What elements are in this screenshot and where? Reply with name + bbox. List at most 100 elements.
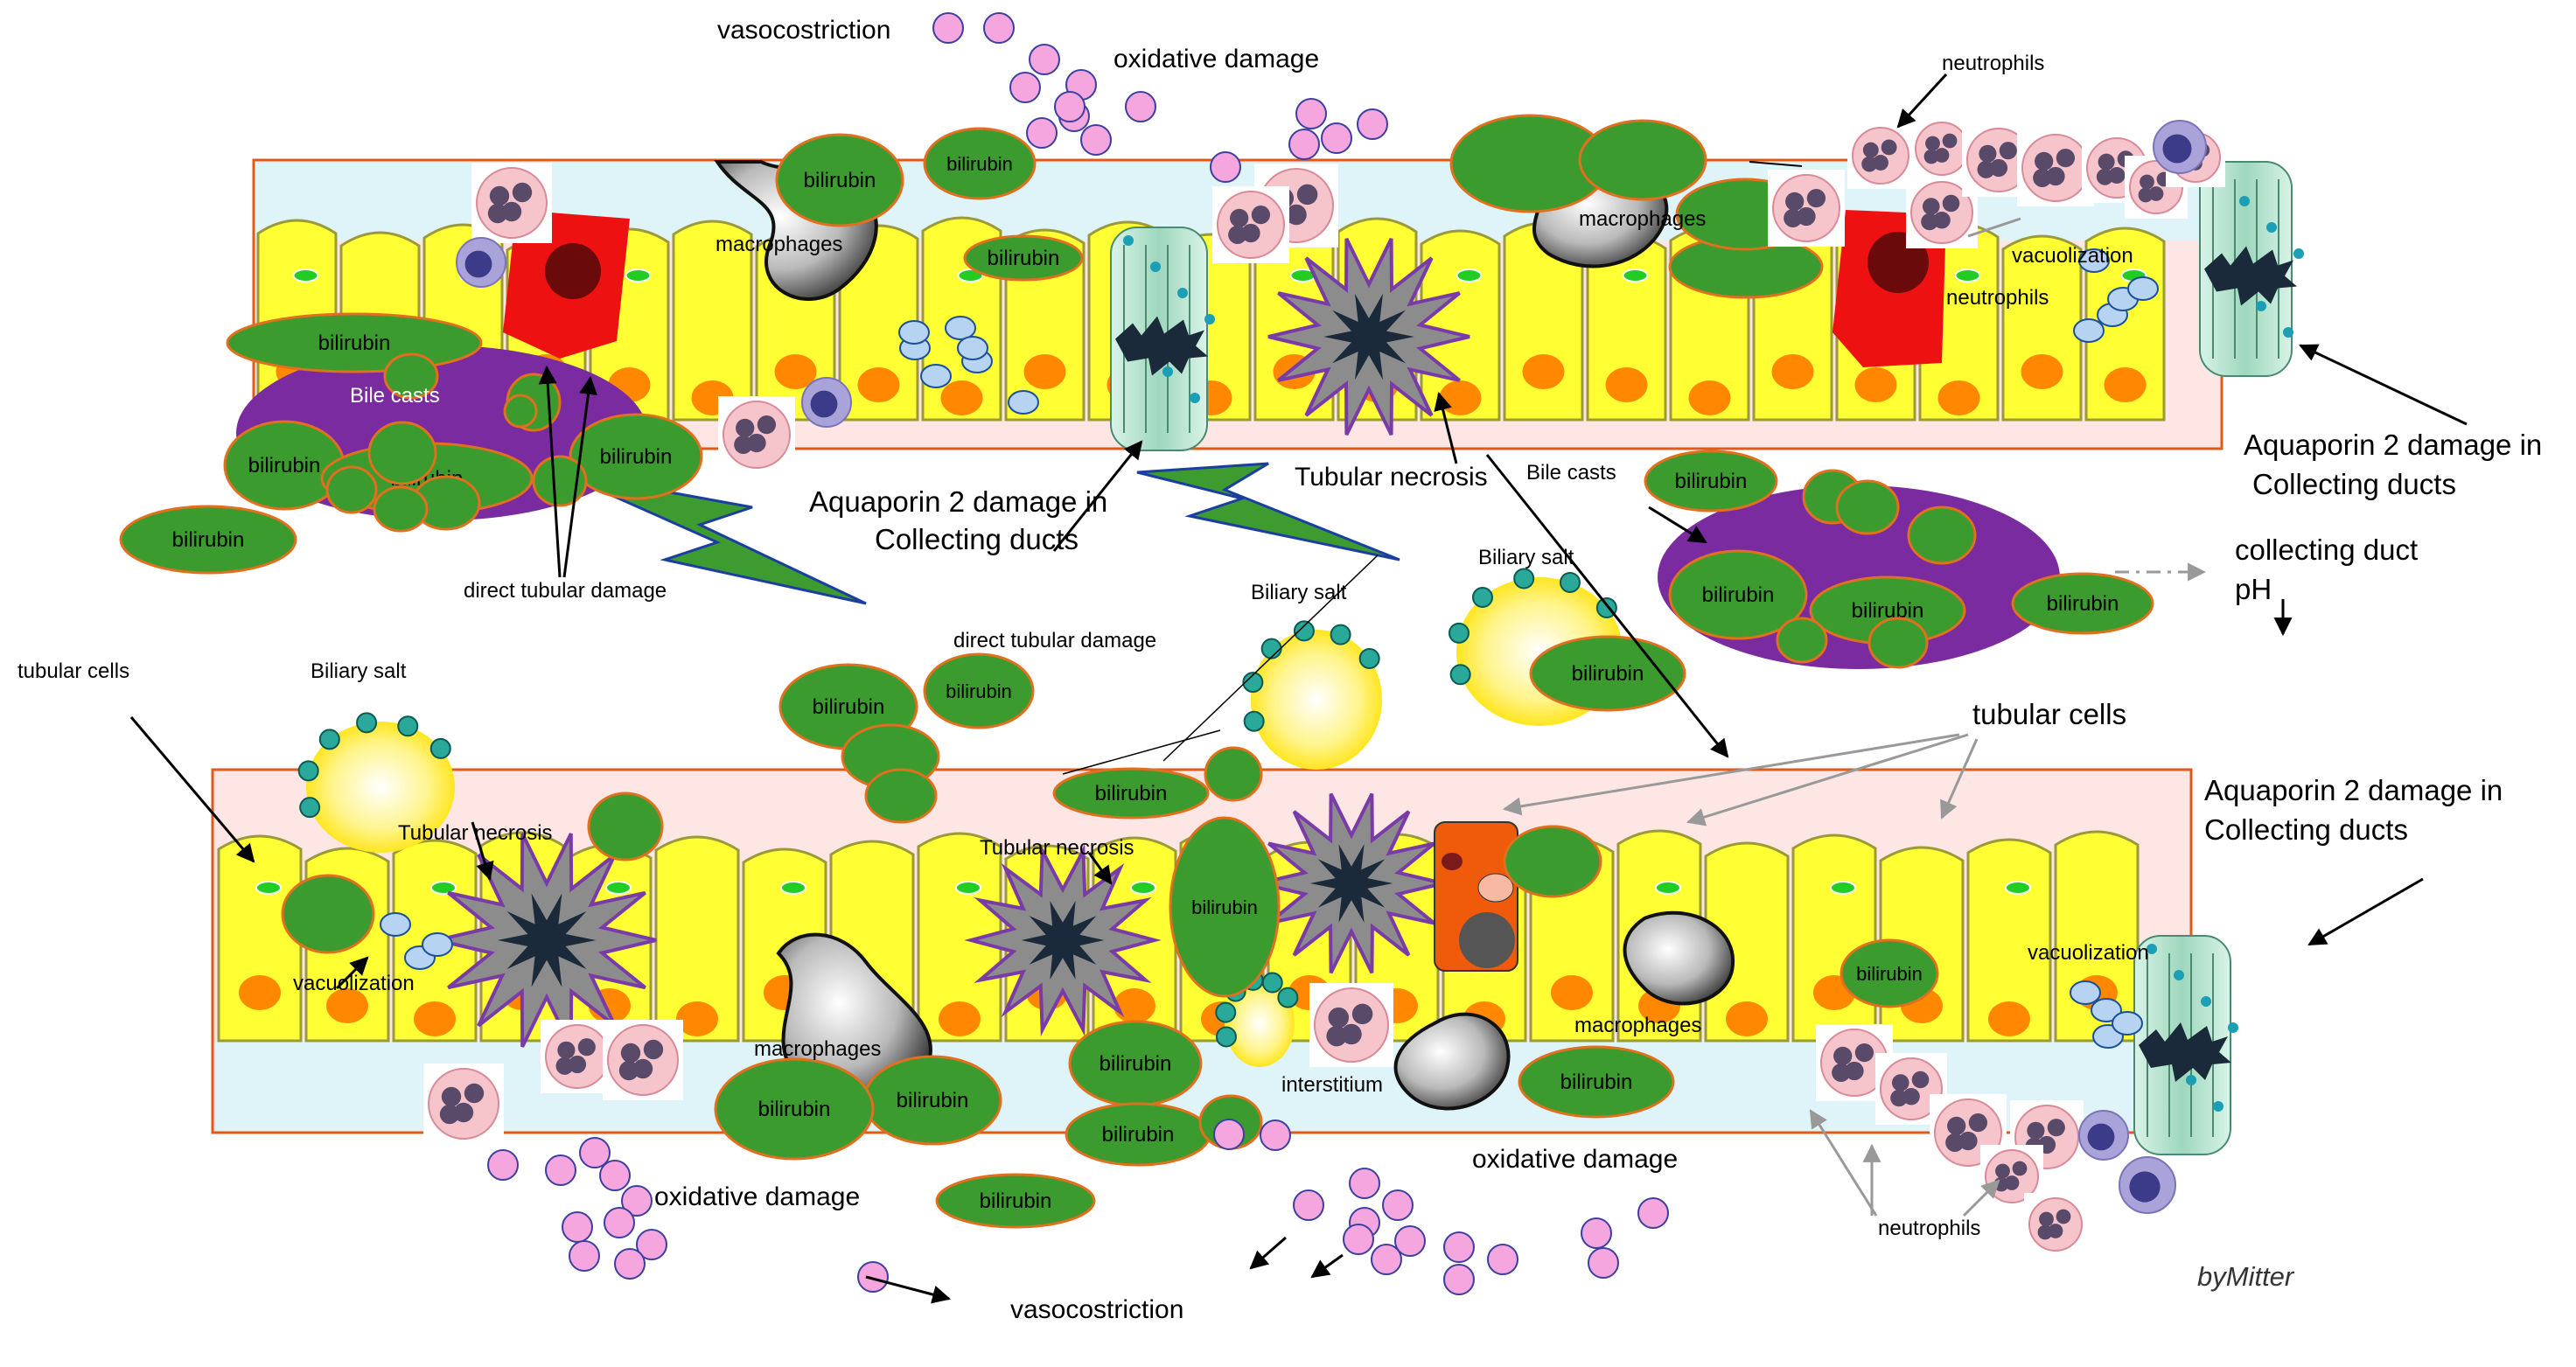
arrow (129, 716, 255, 863)
bilirubin-label: bilirubin (172, 528, 245, 552)
vesicle-icon (945, 316, 976, 340)
bilirubin-oval: bilirubin (2011, 572, 2154, 635)
vacuolization-label: vacuolization (293, 972, 415, 995)
vesicle-icon (1029, 44, 1060, 75)
neutrophil-icon (423, 1064, 504, 1144)
line (1162, 554, 1379, 762)
bilirubin-oval: bilirubin (963, 234, 1084, 282)
bilirubin-oval: bilirubin (923, 127, 1037, 200)
vesicle-icon (1443, 1231, 1475, 1263)
cell-nucleus (1113, 988, 1155, 1023)
collecting-duct-icon (1110, 227, 1215, 451)
organelle (430, 881, 457, 895)
cell-nucleus (326, 988, 368, 1023)
nucleus-icon (545, 243, 601, 299)
macrophage-icon (1623, 910, 1735, 1006)
bilirubin-oval: bilirubin (714, 1057, 875, 1161)
bilirubin-oval: bilirubin (862, 1055, 1002, 1146)
organelle (625, 269, 652, 282)
neutrophil-icon (1930, 1094, 2007, 1171)
aqp2-label: Aquaporin 2 damage in (2204, 774, 2503, 806)
vesicles (380, 12, 2159, 1295)
vesicle-icon (983, 12, 1015, 44)
vesicle-icon (1349, 1168, 1380, 1199)
arrow (1502, 733, 1960, 816)
collecting-duct-ph-label: pH (2235, 573, 2272, 605)
bilirubin-oval (1776, 617, 1828, 664)
neutrophil-icon (541, 1020, 614, 1093)
macrophages-label: macrophages (1574, 1014, 1701, 1037)
vesicle-icon (545, 1154, 576, 1186)
neutrophil-icon (1212, 186, 1289, 263)
vesicle-icon (898, 320, 930, 345)
tubular-cell (654, 835, 740, 1043)
biliary-salt-label: Biliary salt (1251, 581, 1347, 604)
vesicle-icon (857, 1261, 889, 1293)
aqp2-label: Aquaporin 2 damage in (809, 485, 1107, 518)
organelle (1130, 881, 1156, 895)
immune-cells (423, 117, 2225, 1256)
necrosis-stars (436, 238, 1470, 1048)
necrosis-star-icon (964, 844, 1162, 1036)
cell-nucleus (2021, 354, 2063, 389)
organelle (1655, 881, 1681, 895)
cell-nucleus (1771, 354, 1814, 389)
biliary-salt-icon (1242, 620, 1382, 770)
organelle (2005, 881, 2031, 895)
bilirubin-oval: bilirubin (1065, 1102, 1211, 1167)
arrow (865, 1275, 952, 1304)
lightning-icon (1136, 462, 1400, 561)
macrophages-label: macrophages (716, 233, 842, 256)
bilirubin-label: bilirubin (946, 153, 1013, 175)
gray-arrows (1502, 217, 2207, 1217)
bilirubin-label: bilirubin (1560, 1071, 1633, 1094)
vesicle-icon (1054, 91, 1086, 122)
neutrophil-icon (1875, 1053, 1947, 1125)
tubular-cell (1704, 841, 1790, 1043)
collecting-duct-label: collecting duct (2235, 534, 2418, 566)
bilirubin-label: bilirubin (758, 1098, 831, 1121)
cell-nucleus (1854, 367, 1897, 402)
vesicle-icon (579, 1137, 611, 1168)
lymphocyte-icon (801, 377, 852, 428)
cell-nucleus (940, 380, 983, 415)
direct-tubular-damage-label: direct tubular damage (464, 579, 667, 603)
bilirubin-oval (503, 394, 538, 429)
lymphocyte-icon (2119, 1156, 2176, 1214)
tubular-necrosis-label: Tubular necrosis (980, 836, 1134, 860)
bilirubin-oval (864, 768, 938, 824)
arrow (1648, 506, 1707, 544)
cell-nucleus (2104, 367, 2147, 402)
vesicle-icon (920, 364, 952, 388)
organelle (780, 881, 806, 895)
vesicle-icon (1288, 129, 1320, 160)
aqp2-label: Collecting ducts (2204, 813, 2408, 846)
bilirubin-label: bilirubin (897, 1089, 969, 1112)
vesicle-icon (2070, 980, 2101, 1005)
direct-tubular-damage-label: direct tubular damage (953, 629, 1156, 652)
bilirubin-oval: bilirubin (223, 420, 346, 511)
bilirubin-label: bilirubin (1702, 583, 1775, 607)
bilirubin-label: bilirubin (248, 454, 321, 478)
organelle (1830, 881, 1856, 895)
neutrophil-icon (1847, 122, 1914, 189)
tubular-cell (672, 220, 753, 422)
vesicle-icon (562, 1211, 593, 1243)
neutrophil-icon (2024, 1193, 2087, 1256)
biliary-salt-icon (1215, 969, 1299, 1067)
line (1967, 217, 2021, 238)
annotation-arrows (129, 73, 2468, 1304)
vesicle-icon (614, 1248, 646, 1280)
vesicle-icon (1394, 1225, 1426, 1257)
bilirubin-label: bilirubin (1095, 782, 1168, 806)
bilirubin-oval (383, 352, 439, 400)
collecting-ducts (1110, 161, 2304, 1155)
vesicle-icon (422, 932, 453, 957)
bilirubin-label: bilirubin (1675, 470, 1748, 493)
vesicle-icon (2091, 998, 2122, 1022)
organelle (1456, 269, 1483, 282)
bilirubin-label: bilirubin (1100, 1052, 1172, 1076)
bilirubin-label: bilirubin (1191, 896, 1258, 918)
nucleus-icon (1459, 912, 1515, 968)
bilirubin-oval (1204, 746, 1263, 802)
